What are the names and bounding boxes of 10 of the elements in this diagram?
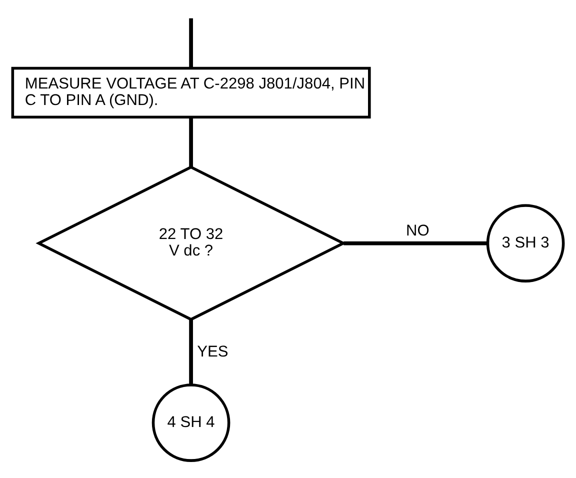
edge-label: NO [406,222,430,240]
connector [344,241,488,246]
node-circle: 3 SH 3 [486,204,565,282]
node-circle: 4 SH 4 [152,384,230,462]
node-box: MEASURE VOLTAGE AT C-2298 J801/J804, PIN C TO PIN A (GND). [11,66,371,119]
edge-label: YES [197,343,228,360]
connector [189,320,193,385]
node-diamond: 22 TO 32 V dc ? [36,166,346,321]
connector [189,18,193,68]
connector [189,117,193,168]
